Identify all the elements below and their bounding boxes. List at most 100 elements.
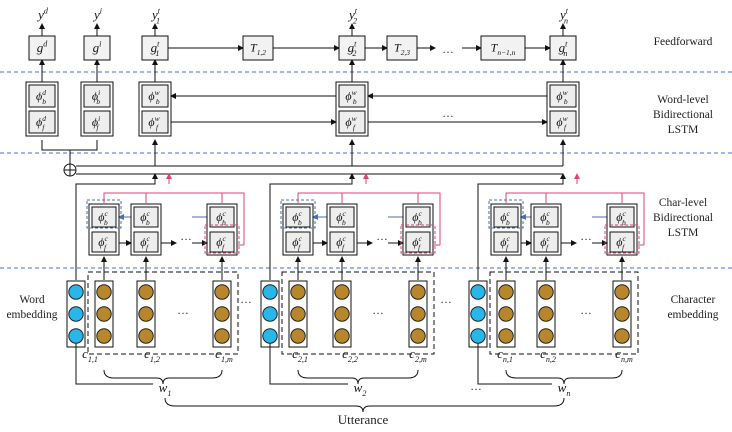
- group-2-char-emb-3-unit-2: [410, 306, 426, 322]
- transition-23-node-frame: [386, 35, 418, 61]
- group-2-char-emb-container: [281, 271, 435, 355]
- group-2-highlight-f: [400, 224, 436, 254]
- label-word-emb-1: Word: [19, 294, 45, 306]
- group-2-highlight-b: [280, 199, 316, 229]
- group-2-char-emb-1-unit-1: [290, 284, 306, 300]
- label-char-lstm-1: Char-level: [659, 197, 707, 209]
- word-lstm-2-outer: [335, 81, 369, 137]
- group-1-char-lstm-3-f-cell: [209, 231, 235, 253]
- utterance-brace: [164, 397, 565, 413]
- group-3-char-emb-3-unit-1: [614, 284, 630, 300]
- transition-23-node-label: T2,3: [394, 41, 410, 58]
- group-2-char-lstm-3-f-cell: [405, 231, 431, 253]
- label-char-lstm-3: LSTM: [668, 227, 699, 239]
- group-2-w-label: w2: [354, 380, 367, 398]
- group-2-char-emb-3-unit-1: [410, 284, 426, 300]
- group-1-char-emb-2-unit-3: [138, 328, 154, 344]
- group-3-char-emb-1-frame: [496, 280, 516, 348]
- group-1-char-emb-1-unit-2: [96, 306, 112, 322]
- group-1-char-brace: [103, 369, 223, 385]
- group-2-char-emb-2-frame: [332, 280, 352, 348]
- output-label-1: yd: [36, 7, 49, 22]
- group-3-char-lstm-2-outer: [530, 203, 562, 256]
- word-lstm-3-f-cell: [549, 110, 577, 134]
- group-3-word-emb-unit-1: [470, 284, 486, 300]
- group-2-pink-top: [297, 192, 419, 203]
- transition-12-node-label: T1,2: [250, 41, 266, 58]
- transition-n-node-label: Tn−1,n: [491, 41, 516, 58]
- group-1-char-lstm-1-b-cell: [91, 206, 117, 228]
- transition-n-node-frame: [480, 35, 526, 61]
- group-2-word-feed: [269, 173, 355, 280]
- group-2-char-emb-1-frame: [288, 280, 308, 348]
- group-3-char-lstm-1-outer: [490, 203, 522, 256]
- group-3-char-emb-3-unit-3: [614, 328, 630, 344]
- group-ellipsis-1: …: [240, 294, 252, 306]
- group-2-c-label-1: c2,1: [292, 346, 308, 364]
- group-3-word-to-w: [477, 340, 552, 385]
- group-1-word-emb-unit-1: [68, 284, 84, 300]
- group-1-c-label-2: c1,2: [144, 346, 160, 364]
- group-1-c-label-3: c1,m: [215, 346, 233, 364]
- connections: [39, 23, 645, 385]
- group-2-char-emb-1-unit-3: [290, 328, 306, 344]
- g-i-node-frame: [83, 35, 111, 61]
- group-3-char-emb-1-unit-2: [498, 306, 514, 322]
- group-3-char-emb-3-frame: [612, 280, 632, 348]
- group-1-char-lstm-1-f-cell: [91, 231, 117, 253]
- word-lstm-1-outer: [138, 81, 172, 137]
- group-2-char-ellipsis: …: [376, 231, 388, 243]
- g-i-node-label: gi: [93, 39, 102, 54]
- group-2-word-emb-unit-1: [262, 284, 278, 300]
- group-3-pink-right: [622, 192, 645, 245]
- group-1-char-lstm-1-outer: [88, 203, 120, 256]
- group-2-char-lstm-2-f-cell: [329, 231, 355, 253]
- output-label-2: yi: [92, 7, 102, 22]
- utt-lstm-join: [41, 140, 98, 151]
- group-3-c-label-1: cn,1: [497, 346, 513, 364]
- group-3-highlight-f: [604, 224, 640, 254]
- group-1-char-lstm-3-b-cell: [209, 206, 235, 228]
- group-3-word-emb-unit-2: [470, 306, 486, 322]
- g-d-node-frame: [28, 35, 56, 61]
- group-2-word-to-w: [269, 340, 348, 385]
- transition-12-node-frame: [242, 35, 274, 61]
- g-t1-node-frame: [141, 35, 169, 61]
- group-3-char-lstm-2-b-cell: [533, 206, 559, 228]
- word-lstm-2-f-cell: [338, 110, 366, 134]
- group-1-highlight-f: [204, 224, 240, 254]
- group-3-char-emb-2-unit-2: [538, 306, 554, 322]
- utt-lstm-d-f-cell: [28, 110, 56, 134]
- group-3-char-brace: [505, 369, 623, 385]
- group-1-word-feed: [75, 173, 158, 280]
- group-3-c-label-2: cn,2: [540, 346, 556, 364]
- group-3-char-lstm-1-f-cell: [493, 231, 519, 253]
- group-1-char-emb-3-unit-2: [214, 306, 230, 322]
- group-1-char-emb-3-frame: [212, 280, 232, 348]
- group-1-highlight-b: [86, 199, 122, 229]
- label-char-emb-2: embedding: [667, 309, 718, 321]
- word-lstm-3-b-cell: [549, 84, 577, 108]
- group-1-char-emb-2-frame: [136, 280, 156, 348]
- group-2-char-emb-2-unit-2: [334, 306, 350, 322]
- group-1-char-emb-1-unit-3: [96, 328, 112, 344]
